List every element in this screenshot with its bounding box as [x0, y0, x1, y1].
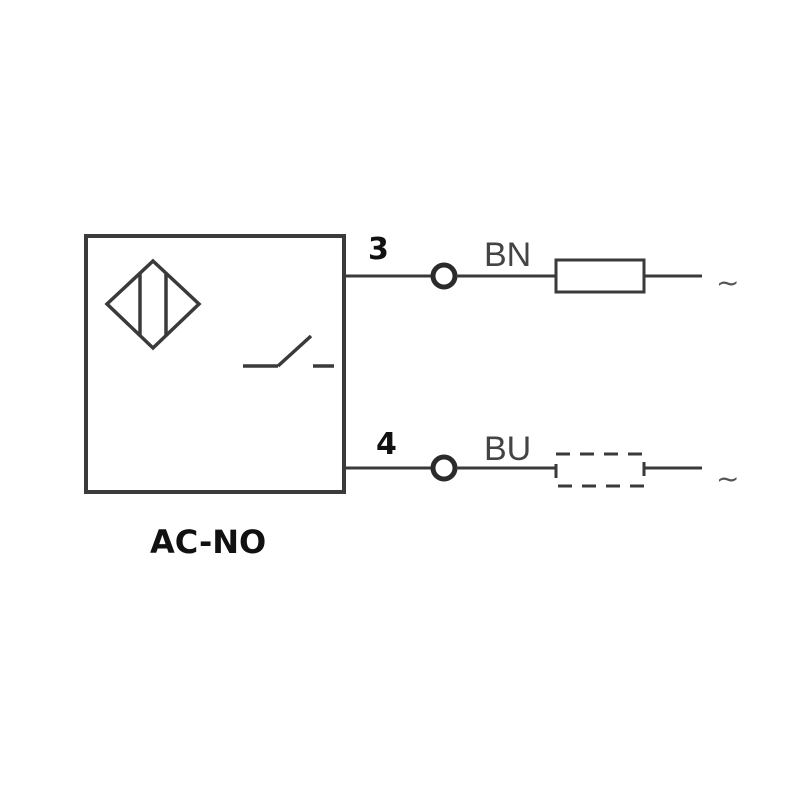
terminal-4-circuit: 4 BU ~	[344, 427, 739, 495]
terminal-4-connector-icon	[430, 454, 458, 482]
diagram-title: AC-NO	[150, 523, 266, 561]
resistor-load-dashed-icon	[554, 452, 646, 488]
terminal-4-ac-supply-label: ~	[716, 462, 739, 495]
sensor-housing-box	[84, 234, 346, 494]
resistor-load-icon	[554, 258, 646, 294]
terminal-3-wire-color-label: BN	[484, 236, 531, 274]
proximity-sensor-icon	[104, 258, 202, 351]
terminal-3-ac-supply-label: ~	[716, 266, 739, 299]
normally-open-switch-icon	[243, 334, 334, 368]
terminal-4-pin-label: 4	[376, 427, 397, 462]
terminal-3-circuit: 3 BN ~	[344, 232, 739, 299]
terminal-3-connector-icon	[430, 262, 458, 290]
terminal-4-wire-color-label: BU	[484, 430, 531, 468]
terminal-3-pin-label: 3	[368, 232, 389, 267]
